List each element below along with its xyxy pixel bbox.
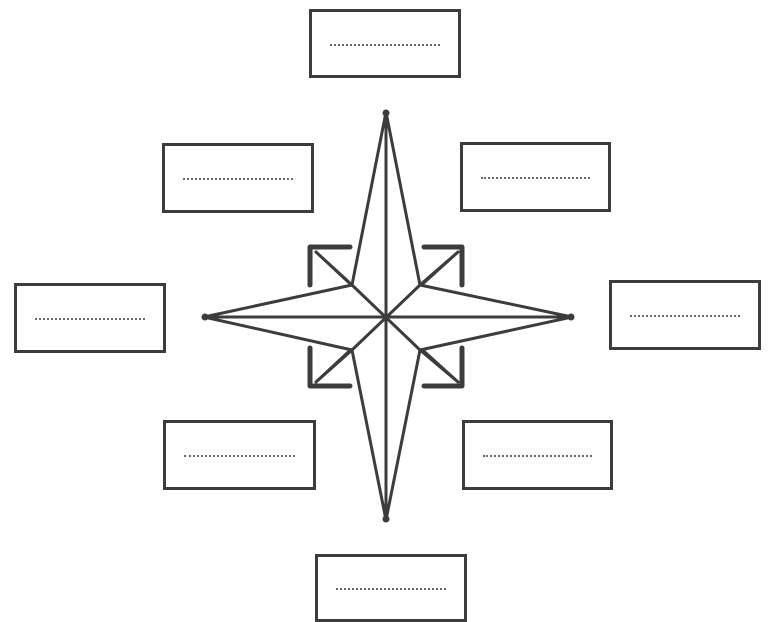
dotted-line (330, 44, 440, 46)
blank-west[interactable] (14, 283, 166, 353)
blank-north-east[interactable] (460, 142, 611, 212)
dotted-line (183, 178, 293, 180)
dotted-line (481, 177, 590, 179)
blank-east[interactable] (609, 280, 761, 350)
dotted-line (483, 455, 592, 457)
dotted-line (35, 318, 145, 320)
dotted-line (184, 455, 295, 457)
blank-north[interactable] (309, 9, 461, 78)
dotted-line (630, 315, 740, 317)
blank-south-east[interactable] (462, 420, 613, 490)
blank-south[interactable] (315, 554, 467, 622)
dotted-line (336, 588, 446, 590)
blank-south-west[interactable] (163, 420, 316, 490)
blank-north-west[interactable] (162, 143, 314, 213)
